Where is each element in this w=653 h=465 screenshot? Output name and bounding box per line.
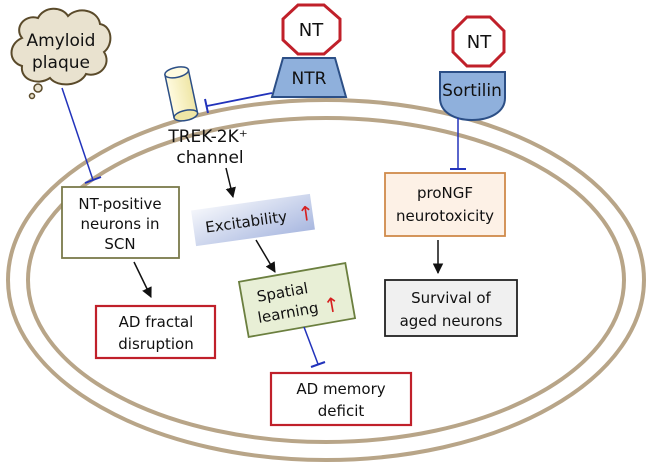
prongf-line1: proNGF: [417, 184, 473, 202]
amyloid-label-line2: plaque: [32, 53, 90, 73]
nt-label-right: NT: [467, 32, 492, 53]
sortilin-receptor: Sortilin: [439, 71, 506, 122]
survival-line1: Survival of: [411, 289, 491, 307]
amyloid-label-line1: Amyloid: [27, 31, 96, 51]
excitability-box: Excitability ↑: [191, 193, 316, 247]
ad-fractal-line1: AD fractal: [119, 313, 194, 331]
survival-line2: aged neurons: [400, 312, 503, 330]
sortilin-label: Sortilin: [442, 81, 502, 101]
nt-positive-line3: SCN: [104, 235, 135, 253]
amyloid-plaque: Amyloid plaque: [10, 7, 112, 100]
ad-memory-line2: deficit: [318, 402, 365, 420]
ad-fractal-box: AD fractal disruption: [94, 304, 217, 360]
inhibit-spatial-to-memory: [303, 326, 326, 368]
trek-channel-icon: [164, 66, 199, 122]
inhibit-sortilin-to-prongf: [450, 118, 466, 170]
arrow-neurons-to-fractal: [133, 261, 152, 298]
nt-label-left: NT: [299, 20, 324, 41]
nt-positive-line2: neurons in: [80, 215, 159, 233]
inhibit-amyloid-to-neurons: [61, 87, 102, 184]
inhibit-ntr-to-trek: [204, 92, 273, 114]
prongf-box: proNGF neurotoxicity: [384, 172, 506, 237]
excitability-up-arrow: ↑: [296, 201, 316, 227]
ntr-label: NTR: [292, 69, 327, 89]
spatial-up-arrow: ↑: [321, 292, 342, 319]
cell-membrane-outer: [6, 98, 646, 462]
ad-memory-box: AD memory deficit: [269, 371, 413, 427]
ntr-receptor: NTR: [270, 57, 348, 98]
trek-label-line2: channel: [176, 148, 243, 168]
nt-positive-neurons-box: NT-positive neurons in SCN: [61, 186, 180, 259]
spatial-learning-box: Spatial learning ↑: [237, 262, 357, 338]
nt-octagon-right: NT: [451, 15, 506, 68]
survival-box: Survival of aged neurons: [384, 279, 518, 337]
cell-membrane-inner: [26, 116, 626, 444]
ad-memory-line1: AD memory: [296, 380, 385, 398]
arrow-excitability-to-spatial: [255, 239, 276, 273]
nt-positive-line1: NT-positive: [78, 195, 161, 213]
ad-fractal-line2: disruption: [118, 335, 193, 353]
arrow-trek-to-excitability: [225, 167, 236, 199]
nt-octagon-left: NT: [281, 3, 342, 56]
trek-label-line1: TREK-2K⁺: [167, 127, 247, 147]
prongf-line2: neurotoxicity: [396, 207, 494, 225]
